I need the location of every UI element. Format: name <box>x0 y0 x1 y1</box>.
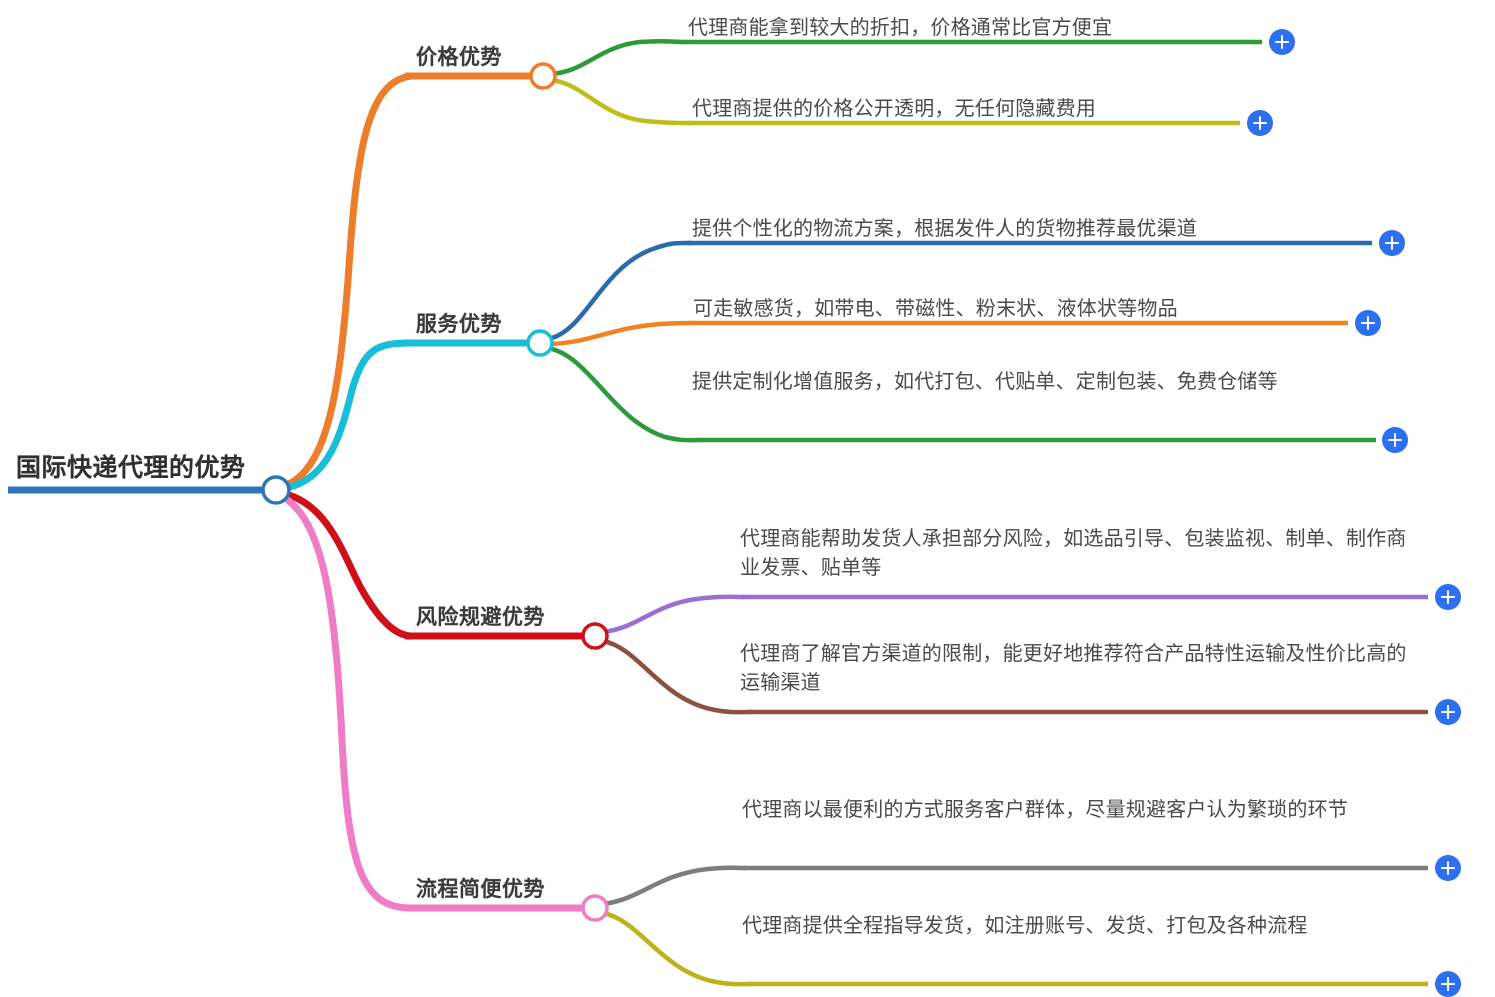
leaf-label-risk-1[interactable]: 代理商能帮助发货人承担部分风险，如选品引导、包装监视、制单、制作商业发票、贴单等 <box>740 528 1407 579</box>
plus-icon-price-1[interactable] <box>1269 29 1295 55</box>
branch-node-handle-process[interactable] <box>581 894 609 922</box>
trunk-risk <box>281 490 416 640</box>
plus-icon-service-1[interactable] <box>1379 230 1405 256</box>
plus-icon-price-2[interactable] <box>1247 110 1273 136</box>
trunk-service <box>281 339 414 492</box>
branch-label-service[interactable]: 服务优势 <box>416 313 502 336</box>
leaf-label-service-2[interactable]: 可走敏感货，如带电、带磁性、粉末状、液体状等物品 <box>693 298 1178 320</box>
edge-price-child-2 <box>548 77 693 126</box>
edge-price-child-1 <box>548 38 689 77</box>
leaf-label-risk-2[interactable]: 代理商了解官方渠道的限制，能更好地推荐符合产品特性运输及性价比高的运输渠道 <box>740 643 1407 694</box>
branch-label-process[interactable]: 流程简便优势 <box>416 878 545 901</box>
branch-label-price[interactable]: 价格优势 <box>416 46 502 69</box>
plus-icon-service-3[interactable] <box>1382 427 1408 453</box>
plus-icon-process-1[interactable] <box>1435 855 1461 881</box>
trunk-price <box>280 72 416 490</box>
trunk-process <box>279 493 414 912</box>
leaf-label-price-2[interactable]: 代理商提供的价格公开透明，无任何隐藏费用 <box>692 98 1096 120</box>
edge-risk-child-1 <box>600 594 747 635</box>
branch-label-risk[interactable]: 风险规避优势 <box>416 606 545 629</box>
branch-node-handle-price[interactable] <box>529 62 557 90</box>
leaf-label-service-3[interactable]: 提供定制化增值服务，如代打包、代贴单、定制包装、免费仓储等 <box>692 371 1278 393</box>
branch-node-handle-risk[interactable] <box>581 622 609 650</box>
branch-node-handle-service[interactable] <box>526 329 554 357</box>
plus-icon-risk-2[interactable] <box>1435 699 1461 725</box>
plus-icon-service-2[interactable] <box>1355 310 1381 336</box>
leaf-label-process-2[interactable]: 代理商提供全程指导发货，如注册账号、发货、打包及各种流程 <box>742 915 1308 937</box>
edge-service-child-2 <box>546 320 695 347</box>
plus-icon-risk-1[interactable] <box>1435 584 1461 610</box>
edge-process-child-1 <box>600 865 749 907</box>
edge-risk-child-2 <box>600 638 753 715</box>
edge-service-child-1 <box>545 240 693 342</box>
plus-icon-process-2[interactable] <box>1435 971 1461 997</box>
edge-service-child-3 <box>545 345 703 443</box>
leaf-label-price-1[interactable]: 代理商能拿到较大的折扣，价格通常比官方便宜 <box>688 17 1113 39</box>
leaf-label-service-1[interactable]: 提供个性化的物流方案，根据发件人的货物推荐最优渠道 <box>692 218 1197 240</box>
leaf-label-process-1[interactable]: 代理商以最便利的方式服务客户群体，尽量规避客户认为繁琐的环节 <box>742 799 1348 821</box>
edge-process-child-2 <box>600 910 754 987</box>
root-node-label[interactable]: 国际快递代理的优势 <box>16 454 246 482</box>
root-node-handle[interactable] <box>261 475 291 505</box>
